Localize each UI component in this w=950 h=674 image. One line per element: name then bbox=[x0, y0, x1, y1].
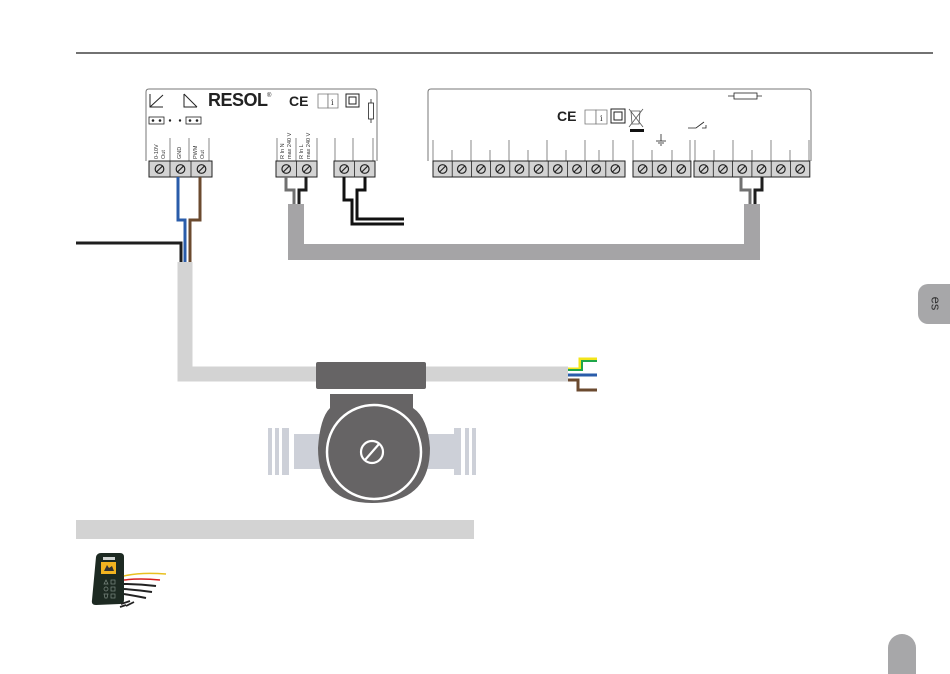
terminal-label-0-10v-out: Out bbox=[161, 150, 167, 159]
brand-logo: RESOL bbox=[208, 90, 268, 110]
registered-mark: ® bbox=[267, 92, 272, 99]
ce-mark: CE bbox=[557, 108, 576, 124]
terminal-label-r-in-l: R In L bbox=[299, 144, 305, 159]
pump-terminal-box bbox=[316, 362, 426, 389]
terminal-label-r-in-n: R In N bbox=[280, 143, 286, 159]
terminal-label-0-10v: 0-10V bbox=[154, 144, 160, 159]
pump-pipe-left bbox=[268, 428, 324, 475]
interface-module: RESOL ® CE i bbox=[146, 89, 377, 161]
manual-icon: i bbox=[585, 110, 607, 124]
terminal-label-pwm-out: Out bbox=[200, 150, 206, 159]
circulation-pump bbox=[268, 362, 476, 503]
svg-text:i: i bbox=[600, 114, 603, 123]
relay-cable bbox=[296, 204, 752, 252]
wire-black-power-1 bbox=[344, 177, 404, 224]
controller-terminal-block bbox=[433, 161, 810, 177]
terminal-label-gnd: GND bbox=[177, 147, 183, 159]
wire-brown bbox=[568, 380, 597, 390]
pump-cable-wires bbox=[568, 359, 597, 390]
wire-brown-pwm bbox=[190, 177, 200, 262]
accessory-section-bar bbox=[76, 520, 474, 539]
language-tab[interactable]: es bbox=[918, 284, 950, 324]
wire-grey-rin-n bbox=[286, 177, 294, 204]
wire-grey-relay-out bbox=[741, 177, 750, 204]
tester-device-image bbox=[92, 553, 166, 607]
wire-black-ground bbox=[76, 243, 181, 262]
terminal-label-r-in-l-max: max 240 V bbox=[306, 132, 312, 159]
ce-mark: CE bbox=[289, 93, 308, 109]
pump-cable bbox=[185, 262, 568, 374]
terminal-label-r-in-n-max: max 240 V bbox=[287, 132, 293, 159]
svg-text:i: i bbox=[331, 98, 334, 107]
language-tab-label: es bbox=[929, 294, 944, 314]
pump-pipe-right bbox=[425, 428, 476, 475]
wire-black-relay-out bbox=[755, 177, 762, 204]
wire-black-rin-l bbox=[299, 177, 306, 204]
interface-terminal-block bbox=[149, 161, 375, 177]
manual-icon: i bbox=[318, 94, 338, 108]
controller-module: CE i bbox=[428, 89, 811, 161]
wire-black-power-2 bbox=[357, 177, 404, 219]
page-number-tab bbox=[888, 634, 916, 674]
terminal-label-pwm: PWM bbox=[193, 145, 199, 159]
